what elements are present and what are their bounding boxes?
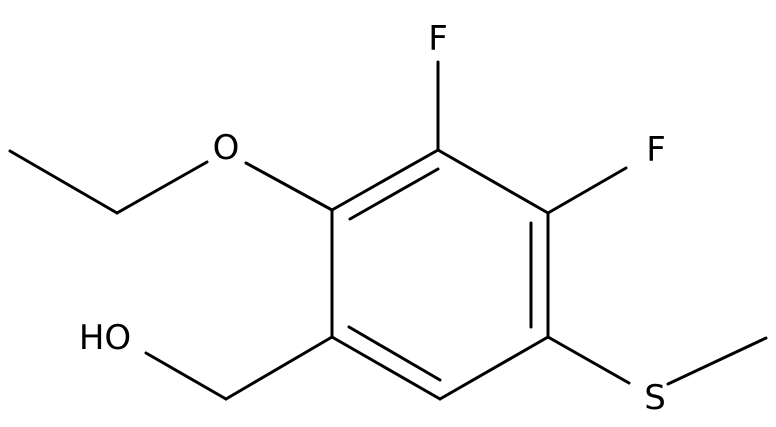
atom-f-top: F	[428, 19, 448, 59]
ring-bond-c4-c5	[438, 335, 550, 401]
atom-f-right: F	[646, 130, 666, 170]
ring-bond-c5-c6-inner	[347, 325, 442, 382]
bond-s-ch3	[666, 336, 768, 386]
atom-s: S	[644, 378, 666, 418]
atom-oh: HO	[79, 318, 131, 358]
ring-bond-c1-c2-inner	[348, 167, 440, 221]
bond-ch2-ch3	[8, 149, 119, 215]
bond-ch2-oh	[144, 351, 228, 401]
ring-bond-c5-c6	[330, 335, 442, 401]
bond-c1-o	[244, 161, 334, 212]
bond-c4-s	[546, 335, 631, 385]
ring-bond-c2-c3	[436, 148, 550, 215]
bond-c6-ch2oh	[224, 335, 334, 401]
bond-c3-f-right	[546, 166, 628, 215]
bond-o-ch2	[115, 160, 209, 215]
ring-bond-c1-c2	[330, 148, 440, 212]
atom-o-ether: O	[213, 128, 240, 168]
